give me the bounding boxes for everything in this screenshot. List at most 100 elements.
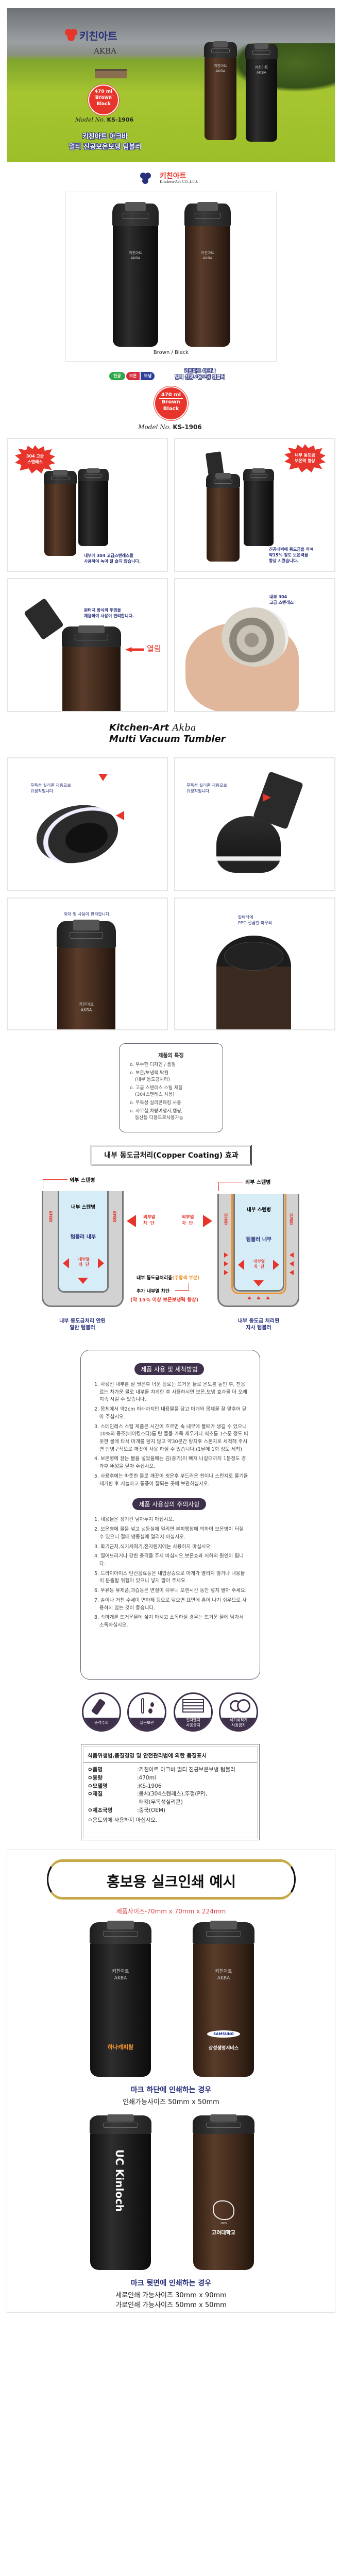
quality-row: ㅇ모델명:KS-1906 [88, 1783, 162, 1789]
tumbler-body [90, 1944, 151, 2077]
product-title: 키친아트 아크바 멀티 진공보온보냉 텀블러 [164, 368, 236, 381]
caution-item: 7. 솔이나 거친 수세미 연마제 등으로 닦으면 표면에 흠이 나기 쉬우므로… [94, 1597, 247, 1611]
barn [95, 69, 127, 78]
product-title-line-2: 멀티 진공보온보냉 텀블러 [175, 375, 225, 381]
tumbler-body [206, 488, 240, 562]
caution-item: 4. 떨어뜨리거나 강한 충격을 주지 마십시오.보온효과 저하의 원인이 됩니… [94, 1553, 244, 1567]
tumbler-interior [222, 607, 288, 667]
tag-warm: 보온 [126, 372, 140, 380]
tile-caption: 무독성 실리콘 채용으로 위생적입니다. [30, 783, 71, 793]
copper-title: 내부 동도금처리(Copper Coating) 효과 [104, 1151, 239, 1160]
icon-label: 식기세척기 사용금지 [220, 1718, 257, 1730]
tile-caption: 휴대 및 사용이 편리합니다. [63, 912, 111, 917]
print-logo-kinloch: UC Kinloch [113, 2149, 126, 2212]
open-label: 열림 [147, 644, 161, 653]
tumbler-lid [90, 1921, 151, 1944]
model-number: Model No. KS-1906 [75, 116, 133, 123]
tumbler-lid [206, 473, 240, 488]
tile-lid: 원터치 방식의 뚜껑을 채용하여 사용이 편리합니다. 열림 [7, 578, 168, 712]
caution-item: 3. 화기근처,식기세척기,전자렌지에는 사용하지 마십시오. [94, 1544, 212, 1550]
arrow-right-icon [263, 793, 271, 802]
caution-item: 8. 속마개를 뜨거운물에 삶지 마시고 소독하실 경우는 뜨거운 물에 담가서… [94, 1615, 244, 1628]
arrow-left-icon [290, 1261, 294, 1266]
hero-banner: 키친아트 AKBA 470 ml Brown Black Model No. K… [7, 8, 335, 162]
tumbler-brown [62, 625, 121, 711]
arrow-right-icon [224, 1252, 228, 1258]
tile-caption: 내부에 304 고급스텐레스를 사용하여 녹이 잘 슬지 않습니다. [84, 553, 141, 564]
heading-product: Multi Vacuum Tumbler [109, 733, 226, 744]
extra-block-label: 추가 내부열 차단 [137, 1289, 170, 1294]
badge-color-1: Brown [95, 95, 112, 101]
arrow-up-icon [266, 1296, 270, 1299]
open-lid [23, 598, 64, 640]
tumbler-black [243, 468, 274, 546]
inner-block-label: 내부열 차 단 [253, 1259, 265, 1269]
print-logo-korea-univ: 고려대학교 [212, 2230, 235, 2236]
vacuum-label: 진공층 [224, 1213, 228, 1224]
tumbler-lid [57, 919, 116, 948]
tile-caption: 내부 304 고급 스텐레스 [269, 595, 294, 605]
stainless-burst-badge: 304 고급 스텐레스 [15, 445, 55, 473]
tile-silicone-ring: 무독성 실리콘 채용으로 위생적입니다. [7, 757, 168, 891]
care-item: 3. 스테인레스 스틸 제품은 시간이 흐르면 속 내부에 물때가 생길 수 있… [94, 1423, 248, 1452]
caution-item: 1. 내용물은 장기간 담아두지 마십시오. [94, 1517, 175, 1523]
model-label: Model No. [138, 423, 171, 431]
brand-sub: AKBA [94, 46, 116, 56]
quality-row: ㅇ품명:키친아트 아크바 멀티 진공보온보냉 텀블러 [88, 1767, 235, 1773]
arrow-down-icon [253, 1280, 264, 1286]
tumbler-body [44, 484, 77, 556]
arrow-left-icon [63, 1258, 69, 1268]
care-title: 제품 사용 및 세척방법 [134, 1363, 204, 1375]
feature-tags: 진공 보온 보냉 [109, 372, 155, 380]
logo-text: 키친아트 [79, 30, 117, 42]
tumbler-black [78, 468, 109, 546]
tile-silicone-lid: 무독성 실리콘 채용으로 위생적입니다. [174, 757, 335, 891]
arrow-up-icon [257, 1296, 261, 1299]
case1-title: 마크 하단에 인쇄하는 경우 [130, 2086, 212, 2094]
tile-stainless: 304 고급 스텐레스 내부에 304 고급스텐레스를 사용하여 녹이 잘 슬지… [7, 438, 168, 572]
tumbler-black: UC Kinloch [90, 2114, 151, 2270]
copper-layer [231, 1194, 286, 1294]
arrow-right-icon [273, 1260, 279, 1270]
print-logo-year: 1905 [220, 2222, 227, 2225]
thermometer-icon: 실온보관 [127, 1692, 166, 1732]
tumbler-body [245, 59, 278, 142]
brand-logo: 키친아트 [65, 28, 137, 43]
arrow-right-icon [224, 1261, 228, 1266]
tile-caption: 무독성 실리콘 채용으로 위생적입니다. [186, 783, 227, 793]
case2-size-horizontal: 가로인쇄 가능사이즈 50mm x 50mm [115, 2301, 227, 2309]
arrow-right-icon [224, 1270, 228, 1275]
case2-size-vertical: 세로인쇄 가능사이즈 30mm x 90mm [115, 2292, 227, 2299]
caution-item: 2. 보온병에 물을 넣고 냉동실에 얼리면 부피팽창에 의하여 보온병이 터질… [94, 1527, 244, 1540]
tiger-emblem-icon [213, 2200, 234, 2220]
feature-item: o. 무독성 실리콘패킹 사용 [130, 1100, 181, 1106]
logo-text: 키친아트 [160, 172, 186, 180]
icon-label: 실온보관 [129, 1718, 165, 1730]
vacuum-label: 진공층 [48, 1211, 53, 1222]
print-logo-samsung-text: 삼성생명서비스 [209, 2046, 239, 2051]
badge-volume: 470 ml [159, 392, 183, 399]
badge-color-1: Brown [162, 399, 180, 405]
model-number: Model No. KS-1906 [118, 423, 222, 431]
promo-title-banner: 홍보용 실크인쇄 예시 [47, 1859, 296, 1900]
tumbler-lid [184, 202, 231, 227]
tumbler-body [62, 647, 121, 711]
caution-title: 제품 사용상의 주의사항 [132, 1498, 206, 1511]
inner-label: 내부 스텐병 [71, 1205, 95, 1210]
colors-label: Brown / Black [153, 350, 189, 355]
arrow-up-icon [247, 1296, 251, 1299]
outer-block-label: 외부열 차 단 [143, 1215, 156, 1226]
layer-color-note: (주황색 부분) [172, 1276, 200, 1281]
icon-label: 전자렌지 사용금지 [175, 1718, 211, 1730]
dishwasher-icon: 식기세척기 사용금지 [219, 1692, 258, 1732]
